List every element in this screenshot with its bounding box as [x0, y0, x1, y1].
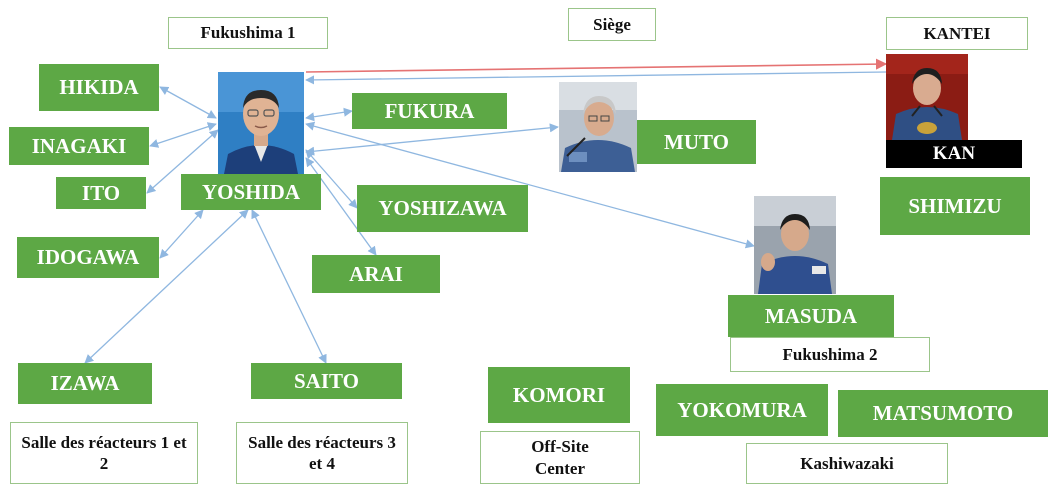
- masuda-photo: [754, 196, 836, 294]
- node-ito: ITO: [56, 177, 146, 209]
- node-shimizu: SHIMIZU: [880, 177, 1030, 235]
- label-fukushima-1: Fukushima 1: [168, 17, 328, 49]
- node-yokomura: YOKOMURA: [656, 384, 828, 436]
- edge-yoshida-inagaki: [149, 122, 217, 148]
- kan-photo: [886, 54, 968, 140]
- label-off-site-center: Off-Site Center: [480, 431, 640, 484]
- edge-yoshida-masuda: [305, 121, 755, 249]
- edge-yoshida-hikida: [159, 86, 217, 119]
- label-siege: Siège: [568, 8, 656, 41]
- edge-yoshida-ito: [146, 129, 219, 194]
- node-masuda: MASUDA: [728, 295, 894, 337]
- yoshida-photo: [218, 72, 304, 174]
- node-arai: ARAI: [312, 255, 440, 293]
- node-idogawa: IDOGAWA: [17, 237, 159, 278]
- edge-yoshida-saito: [251, 209, 327, 364]
- label-salle-reacteurs-1-2: Salle des réacteurs 1 et 2: [10, 422, 198, 484]
- edge-kan-yoshida: [305, 71, 887, 85]
- edge-yoshida-idogawa: [159, 209, 204, 259]
- node-saito: SAITO: [251, 363, 402, 399]
- node-inagaki: INAGAKI: [9, 127, 149, 165]
- edge-yoshida-kan: [305, 58, 888, 73]
- node-hikida: HIKIDA: [39, 64, 159, 111]
- label-kashiwazaki: Kashiwazaki: [746, 443, 948, 484]
- node-komori: KOMORI: [488, 367, 630, 423]
- label-kantei: KANTEI: [886, 17, 1028, 50]
- label-salle-reacteurs-3-4: Salle des réacteurs 3 et 4: [236, 422, 408, 484]
- edge-yoshida-fukura: [305, 107, 353, 122]
- node-muto: MUTO: [637, 120, 756, 164]
- edge-yoshida-izawa: [84, 209, 249, 364]
- node-kan: KAN: [886, 140, 1022, 168]
- node-yoshida: YOSHIDA: [181, 174, 321, 210]
- node-izawa: IZAWA: [18, 363, 152, 404]
- node-fukura: FUKURA: [352, 93, 507, 129]
- edge-yoshida-muto: [305, 123, 559, 156]
- label-fukushima-2: Fukushima 2: [730, 337, 930, 372]
- node-matsumoto: MATSUMOTO: [838, 390, 1048, 437]
- muto-photo: [559, 82, 637, 172]
- node-yoshizawa: YOSHIZAWA: [357, 185, 528, 232]
